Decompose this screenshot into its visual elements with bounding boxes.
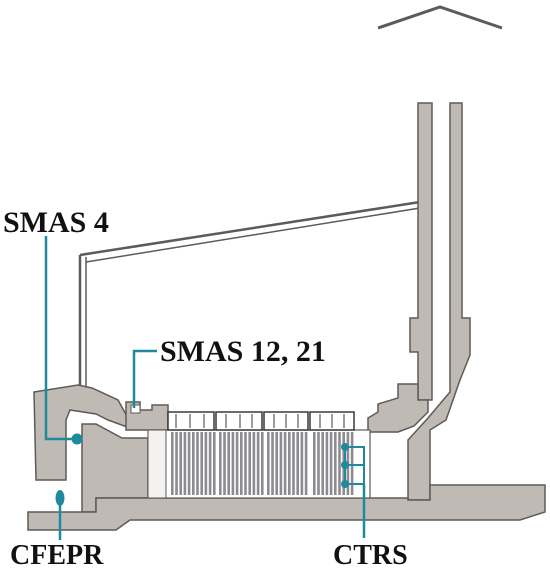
filter-fin	[219, 432, 222, 495]
filter-fin	[261, 432, 264, 495]
filter-fin	[321, 432, 324, 495]
filter-fin	[196, 432, 199, 495]
filter-fin	[240, 432, 243, 495]
cfepr-sensor	[55, 490, 65, 506]
filter-fin	[271, 432, 274, 495]
label-smas-12-21: SMAS 12, 21	[160, 335, 326, 368]
chimney-left-wall	[409, 102, 433, 401]
filter-fin	[231, 432, 235, 495]
filter-module-caps	[167, 411, 355, 431]
filter-fin	[283, 432, 287, 495]
ctrs-sensors	[341, 443, 366, 538]
right-step-wall	[367, 383, 429, 433]
filter-fin	[325, 432, 329, 495]
smas4-leader	[44, 236, 76, 441]
slanted-cover	[78, 200, 421, 390]
smas12-leader	[132, 349, 157, 408]
filter-fin	[296, 432, 299, 495]
filter-fin	[200, 432, 203, 495]
filter-fin	[183, 432, 187, 495]
filter-fin	[267, 432, 270, 495]
filter-fin	[171, 432, 174, 495]
chimney-right-wall	[407, 102, 471, 501]
filter-fin	[288, 432, 291, 495]
filter-fin	[313, 432, 316, 495]
filter-fin	[175, 432, 178, 495]
filter-fin	[275, 432, 278, 495]
filter-fin	[300, 432, 304, 495]
filter-fin	[248, 432, 251, 495]
filter-fin	[187, 432, 191, 495]
filter-fin	[304, 432, 308, 495]
filter-fin	[235, 432, 239, 495]
filter-fin	[252, 432, 256, 495]
smas4-sensor	[71, 433, 83, 445]
filter-fin	[208, 432, 212, 495]
filter-fin	[244, 432, 247, 495]
filter-fin	[317, 432, 320, 495]
label-cfepr: CFEPR	[10, 540, 104, 571]
filter-fin	[213, 432, 216, 495]
filter-fin	[256, 432, 260, 495]
filter-fin	[350, 432, 354, 495]
filter-fin	[292, 432, 295, 495]
filter-fin	[192, 432, 195, 495]
smas12-pocket	[130, 404, 141, 414]
label-ctrs: CTRS	[333, 540, 408, 571]
filter-fin	[329, 432, 333, 495]
filter-fin	[179, 432, 182, 495]
filter-fin	[334, 432, 337, 495]
filter-fin	[279, 432, 283, 495]
label-smas-4: SMAS 4	[3, 206, 109, 239]
filter-fin	[338, 432, 341, 495]
filter-fin	[223, 432, 226, 495]
roof-outline	[377, 5, 503, 30]
filter-fin	[227, 432, 230, 495]
chamber-left-panel	[147, 429, 167, 499]
filter-fins	[171, 432, 354, 495]
filter-fin	[204, 432, 208, 495]
